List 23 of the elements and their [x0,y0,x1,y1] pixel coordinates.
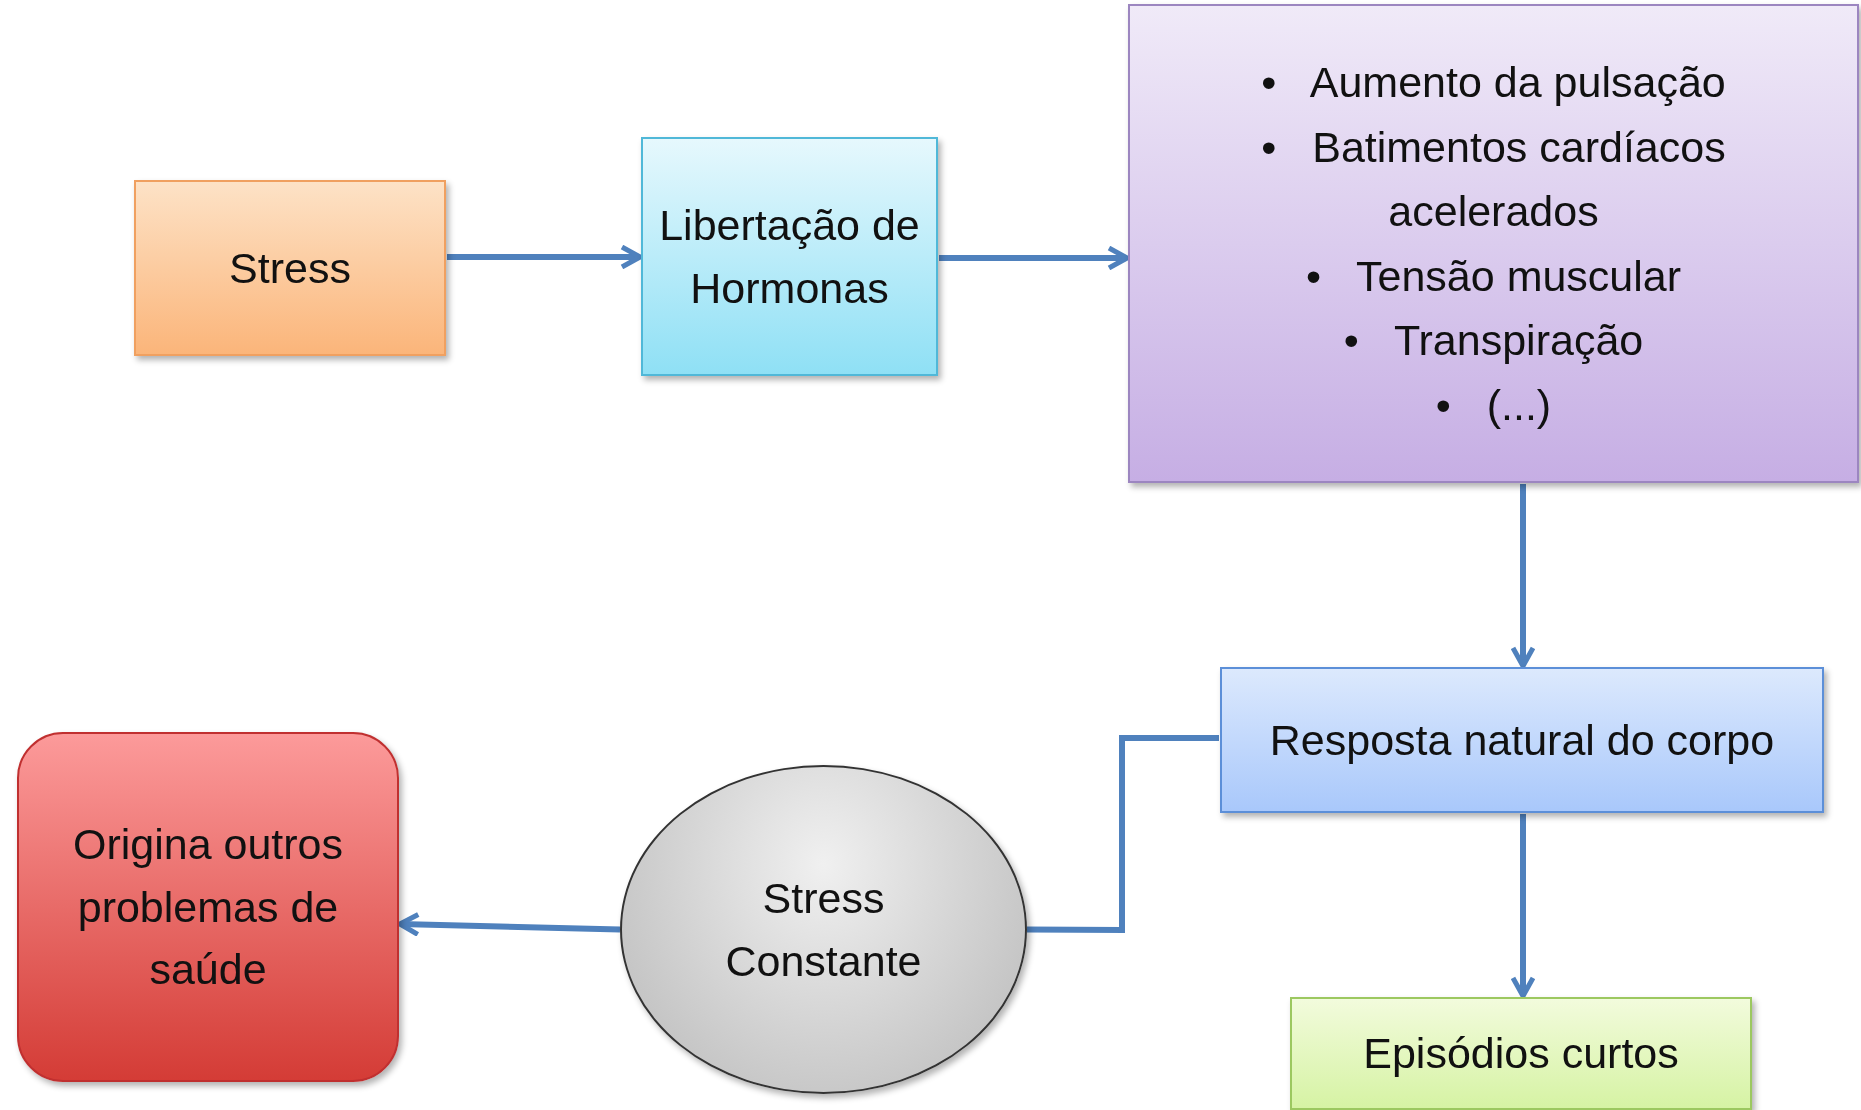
arrow [939,245,1130,271]
node-label: Stress Constante [724,873,923,987]
outcome-box [17,732,399,1082]
outcome-box [1290,997,1752,1110]
process-box [641,137,938,376]
node-label: Stress [229,242,351,294]
node-label: Episódios curtos [1363,1028,1679,1080]
node-label: Libertação de Hormonas [658,200,921,314]
arrow [397,911,621,937]
bullet-item: • (...) [1434,379,1553,431]
process-box [134,180,446,356]
node-label: Origina outros problemas de saúde [71,819,345,996]
bullet-item: • Tensão muscular [1304,250,1683,302]
bullet-item: • Transpiração [1342,315,1645,366]
symptom-list-box [1128,4,1859,483]
bullet-item: • Aumento da pulsação [1260,57,1727,108]
bullet-item: • Batimentos cardíacos acelerados [1260,121,1727,237]
connector-line [1027,735,1219,933]
process-box [1220,667,1824,813]
arrow [447,244,643,270]
node-label: Resposta natural do corpo [1269,714,1775,766]
arrow [1510,484,1536,669]
arrow [1510,814,1536,999]
